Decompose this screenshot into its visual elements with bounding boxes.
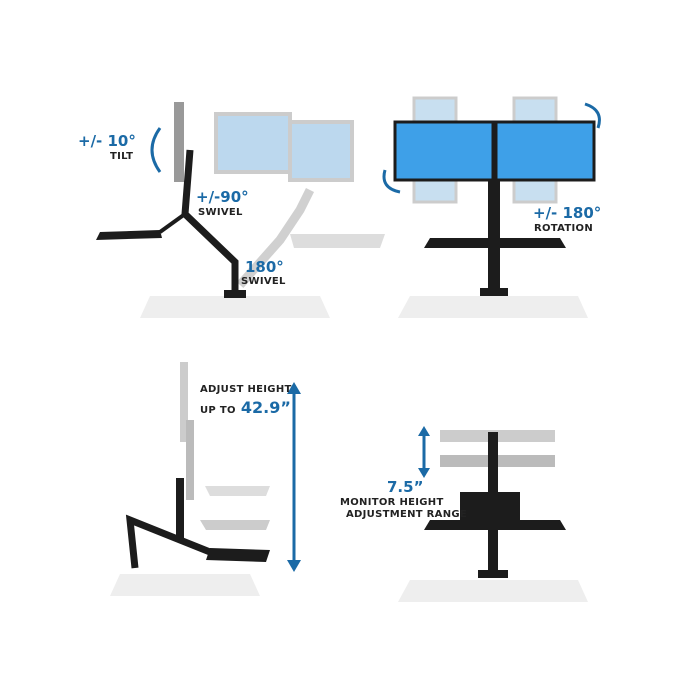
tilt-arrow-icon xyxy=(150,127,162,173)
keyboard-tray xyxy=(206,548,270,562)
desk-surface xyxy=(140,296,330,318)
ghost-monitor-left xyxy=(214,112,292,174)
panel-tilt-swivel-illustration xyxy=(96,102,385,318)
monitor-left xyxy=(393,120,495,182)
tilt-value: +/- 10° xyxy=(78,132,136,150)
rotate-arrow-icon xyxy=(584,102,601,129)
rotate-arrow-icon xyxy=(382,169,401,194)
rotation-value: +/- 180° xyxy=(533,204,602,222)
swivel-90-label: SWIVEL xyxy=(198,207,243,218)
rotation-label: ROTATION xyxy=(534,223,594,234)
height-value-line: UP TO 42.9” xyxy=(200,398,291,417)
height-value: 42.9” xyxy=(240,398,291,417)
adjustment-range-label: ADJUSTMENT RANGE xyxy=(346,509,468,520)
ghost-arm xyxy=(236,187,315,288)
mount-arm xyxy=(181,149,239,295)
monitor-right xyxy=(494,120,596,182)
monitor-height-value: 7.5” xyxy=(387,478,424,496)
pole xyxy=(488,180,500,290)
keyboard-tray xyxy=(96,230,162,240)
ghost-monitor-high xyxy=(180,362,188,442)
swivel-180-label: SWIVEL xyxy=(241,276,286,287)
swivel-90-value: +/-90° xyxy=(196,188,249,206)
up-to-label: UP TO xyxy=(200,405,236,416)
panel-rotation-illustration xyxy=(382,96,601,318)
panel-monitor-height-illustration xyxy=(398,426,588,602)
clamp xyxy=(224,290,246,298)
monitor-height-label: MONITOR HEIGHT xyxy=(340,497,444,508)
tilt-label: TILT xyxy=(110,151,134,162)
monitor xyxy=(176,478,184,538)
panel-height-illustration xyxy=(110,362,301,596)
ghost-keyboard-tray xyxy=(290,234,385,248)
tilted-monitor xyxy=(174,102,184,182)
ghost-monitor-right xyxy=(288,120,354,182)
adjust-height-label: ADJUST HEIGHT xyxy=(200,384,292,395)
swivel-180-value: 180° xyxy=(245,258,284,276)
work-surface xyxy=(424,238,566,248)
mount-arm xyxy=(125,514,212,569)
